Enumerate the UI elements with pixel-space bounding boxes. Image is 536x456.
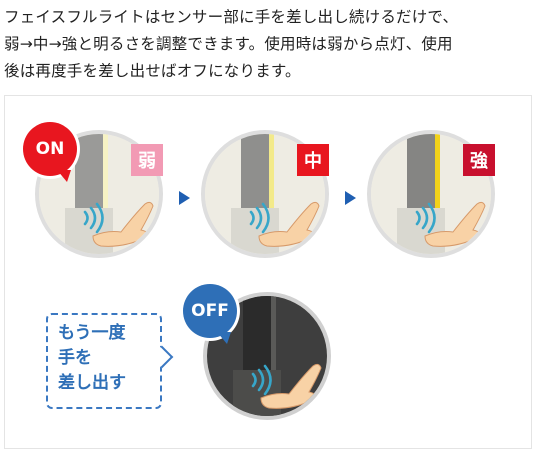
hand-icon xyxy=(258,201,320,247)
description-line-2: 弱→中→強と明るさを調整できます。使用時は弱から点灯、使用 xyxy=(4,35,453,53)
level-medium-label: 中 xyxy=(297,144,329,176)
scene-medium xyxy=(201,130,329,258)
description-text: フェイスフルライトはセンサー部に手を差し出し続けるだけで、 弱→中→強と明るさを… xyxy=(4,4,532,85)
hand-icon xyxy=(424,201,486,247)
hand-icon xyxy=(260,363,322,409)
sensor-waves-icon xyxy=(415,202,436,234)
hand-icon xyxy=(92,201,154,247)
note-line-2: 手を xyxy=(58,348,92,368)
level-weak-label: 弱 xyxy=(131,144,163,176)
on-badge-label: ON xyxy=(35,139,65,159)
level-strong-label: 強 xyxy=(463,144,495,176)
instruction-note: もう一度 手を 差し出す xyxy=(46,313,174,409)
illustration-panel: ON 弱 中 強 もう一度 手を 差し出す xyxy=(4,95,532,449)
description-line-1: フェイスフルライトはセンサー部に手を差し出し続けるだけで、 xyxy=(4,8,459,26)
sensor-waves-icon xyxy=(83,202,104,234)
on-badge: ON xyxy=(23,122,77,182)
triangle-right-icon xyxy=(179,191,190,205)
sensor-waves-icon xyxy=(251,364,272,396)
sensor-waves-icon xyxy=(249,202,270,234)
note-line-3: 差し出す xyxy=(58,373,126,393)
triangle-right-icon xyxy=(345,191,356,205)
description-line-3: 後は再度手を差し出せばオフになります。 xyxy=(4,62,301,80)
off-badge: OFF xyxy=(183,284,237,344)
off-badge-label: OFF xyxy=(191,301,229,321)
note-line-1: もう一度 xyxy=(58,323,126,343)
